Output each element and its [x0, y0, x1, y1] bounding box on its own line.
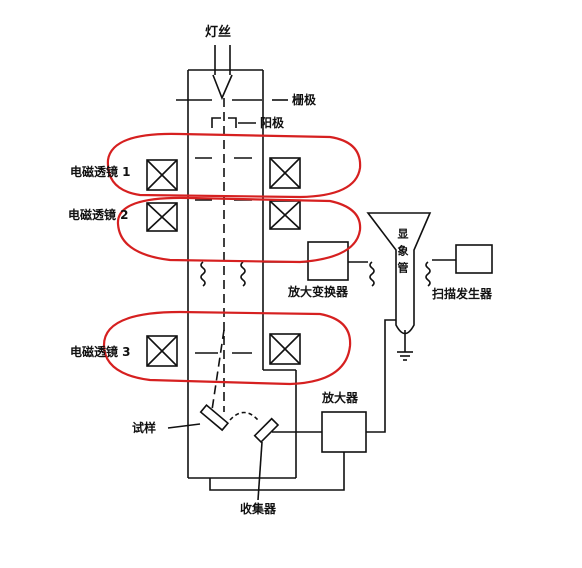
amplifier-to-tube: [366, 319, 396, 433]
lens3-coil-right: [269, 333, 301, 365]
highlight-lens3: [102, 310, 352, 386]
sample-leader: [167, 423, 201, 429]
return-wire: [209, 452, 345, 491]
label-lens3: 电磁透镜 3: [70, 345, 131, 359]
sample-plate: [199, 404, 230, 432]
label-amplifier: 放大器: [322, 391, 359, 405]
anode-left: [211, 117, 221, 128]
anode-right: [228, 117, 237, 128]
scan-coil-right: [240, 261, 246, 287]
lens2-coil-right: [269, 200, 301, 230]
label-scan-generator: 扫描发生器: [432, 287, 493, 301]
amplifier-box: [321, 411, 367, 453]
display-coil-right: [425, 261, 431, 287]
filament-tip: [212, 74, 233, 101]
label-anode: 阳极: [260, 116, 285, 130]
scan-coil-left: [200, 261, 206, 287]
scan-generator-box: [455, 244, 493, 274]
display-coil-left: [369, 261, 375, 287]
collector-leader: [257, 441, 263, 501]
label-display-tube: 显象管: [396, 228, 409, 279]
lens2-coil-left: [146, 202, 178, 232]
label-collector: 收集器: [240, 502, 277, 516]
label-sample: 试样: [132, 421, 157, 435]
lens1-coil-left: [146, 159, 178, 191]
display-tube-body: [366, 212, 432, 335]
beam-deflected: [211, 329, 225, 411]
label-grid: 栅极: [292, 93, 317, 107]
collector-plate: [253, 417, 280, 444]
label-lens1: 电磁透镜 1: [70, 165, 131, 179]
highlight-lens2: [116, 196, 362, 264]
lens1-coil-right: [269, 157, 301, 189]
secondary-electron-path: [229, 411, 259, 421]
highlight-lens1: [106, 132, 362, 199]
label-lens2: 电磁透镜 2: [68, 208, 129, 222]
label-filament: 灯丝: [205, 25, 232, 40]
lens3-coil-left: [146, 335, 178, 367]
label-amp-converter: 放大变换器: [288, 285, 349, 299]
